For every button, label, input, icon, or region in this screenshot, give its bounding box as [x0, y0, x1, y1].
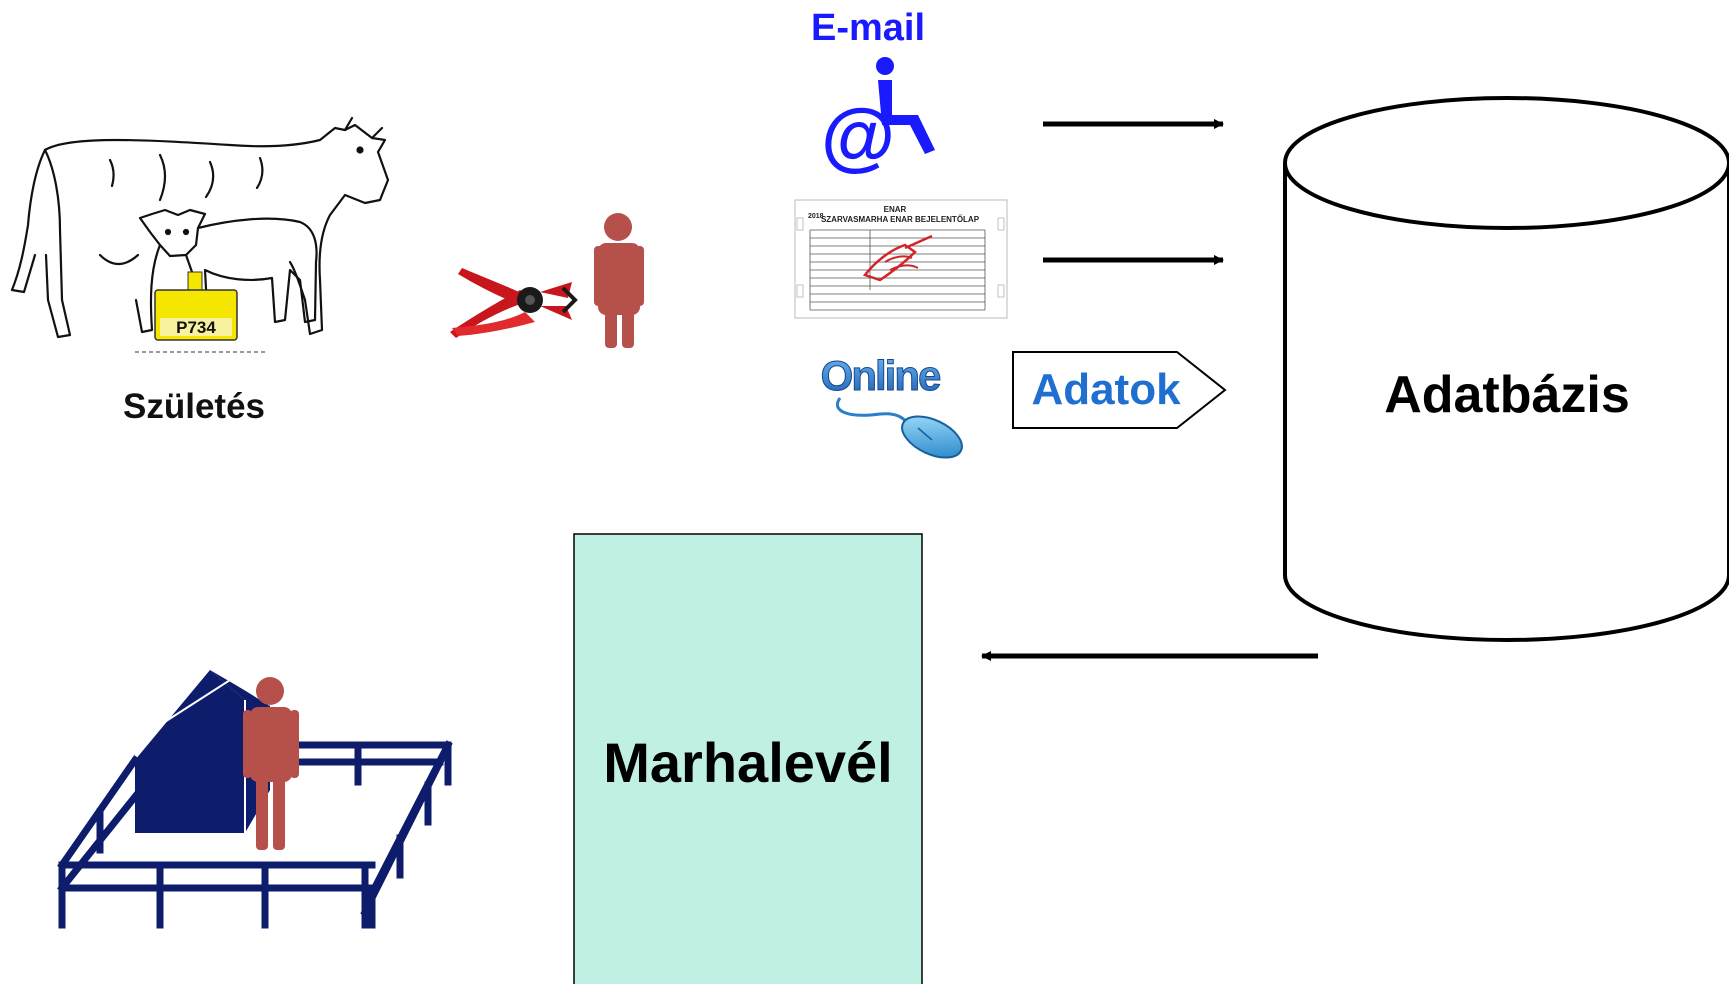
database-label: Adatbázis — [1384, 366, 1630, 424]
cow-with-calf-icon — [10, 116, 390, 339]
email-at-person-icon: @ — [821, 57, 935, 179]
farm-house-fence-icon — [57, 670, 453, 929]
online-label: Online — [821, 352, 940, 399]
cattle-passport-box: Marhalevél — [573, 533, 923, 984]
form-title-main: SZARVASMARHA ENAR BEJELENTŐLAP — [821, 215, 980, 224]
person-icon — [594, 213, 644, 348]
data-arrow-label: Adatok — [1031, 365, 1181, 414]
form-year: 2018 — [808, 213, 824, 220]
ear-tag-number: P734 — [176, 318, 216, 337]
computer-mouse-icon — [836, 397, 963, 459]
farmer-person-icon — [243, 677, 299, 850]
database-cylinder: Adatbázis — [1283, 96, 1729, 642]
svg-text:@: @ — [821, 94, 895, 179]
paper-form-icon: ENAR SZARVASMARHA ENAR BEJELENTŐLAP 2018 — [794, 199, 1008, 319]
data-arrow-shape: Adatok — [1012, 351, 1227, 429]
birth-label: Születés — [123, 387, 265, 426]
form-title-small: ENAR — [884, 205, 907, 214]
tagging-pliers-icon — [450, 268, 578, 338]
email-label: E-mail — [811, 7, 925, 49]
ear-tag-icon: P734 — [135, 271, 265, 353]
cattle-passport-label: Marhalevél — [603, 731, 893, 794]
